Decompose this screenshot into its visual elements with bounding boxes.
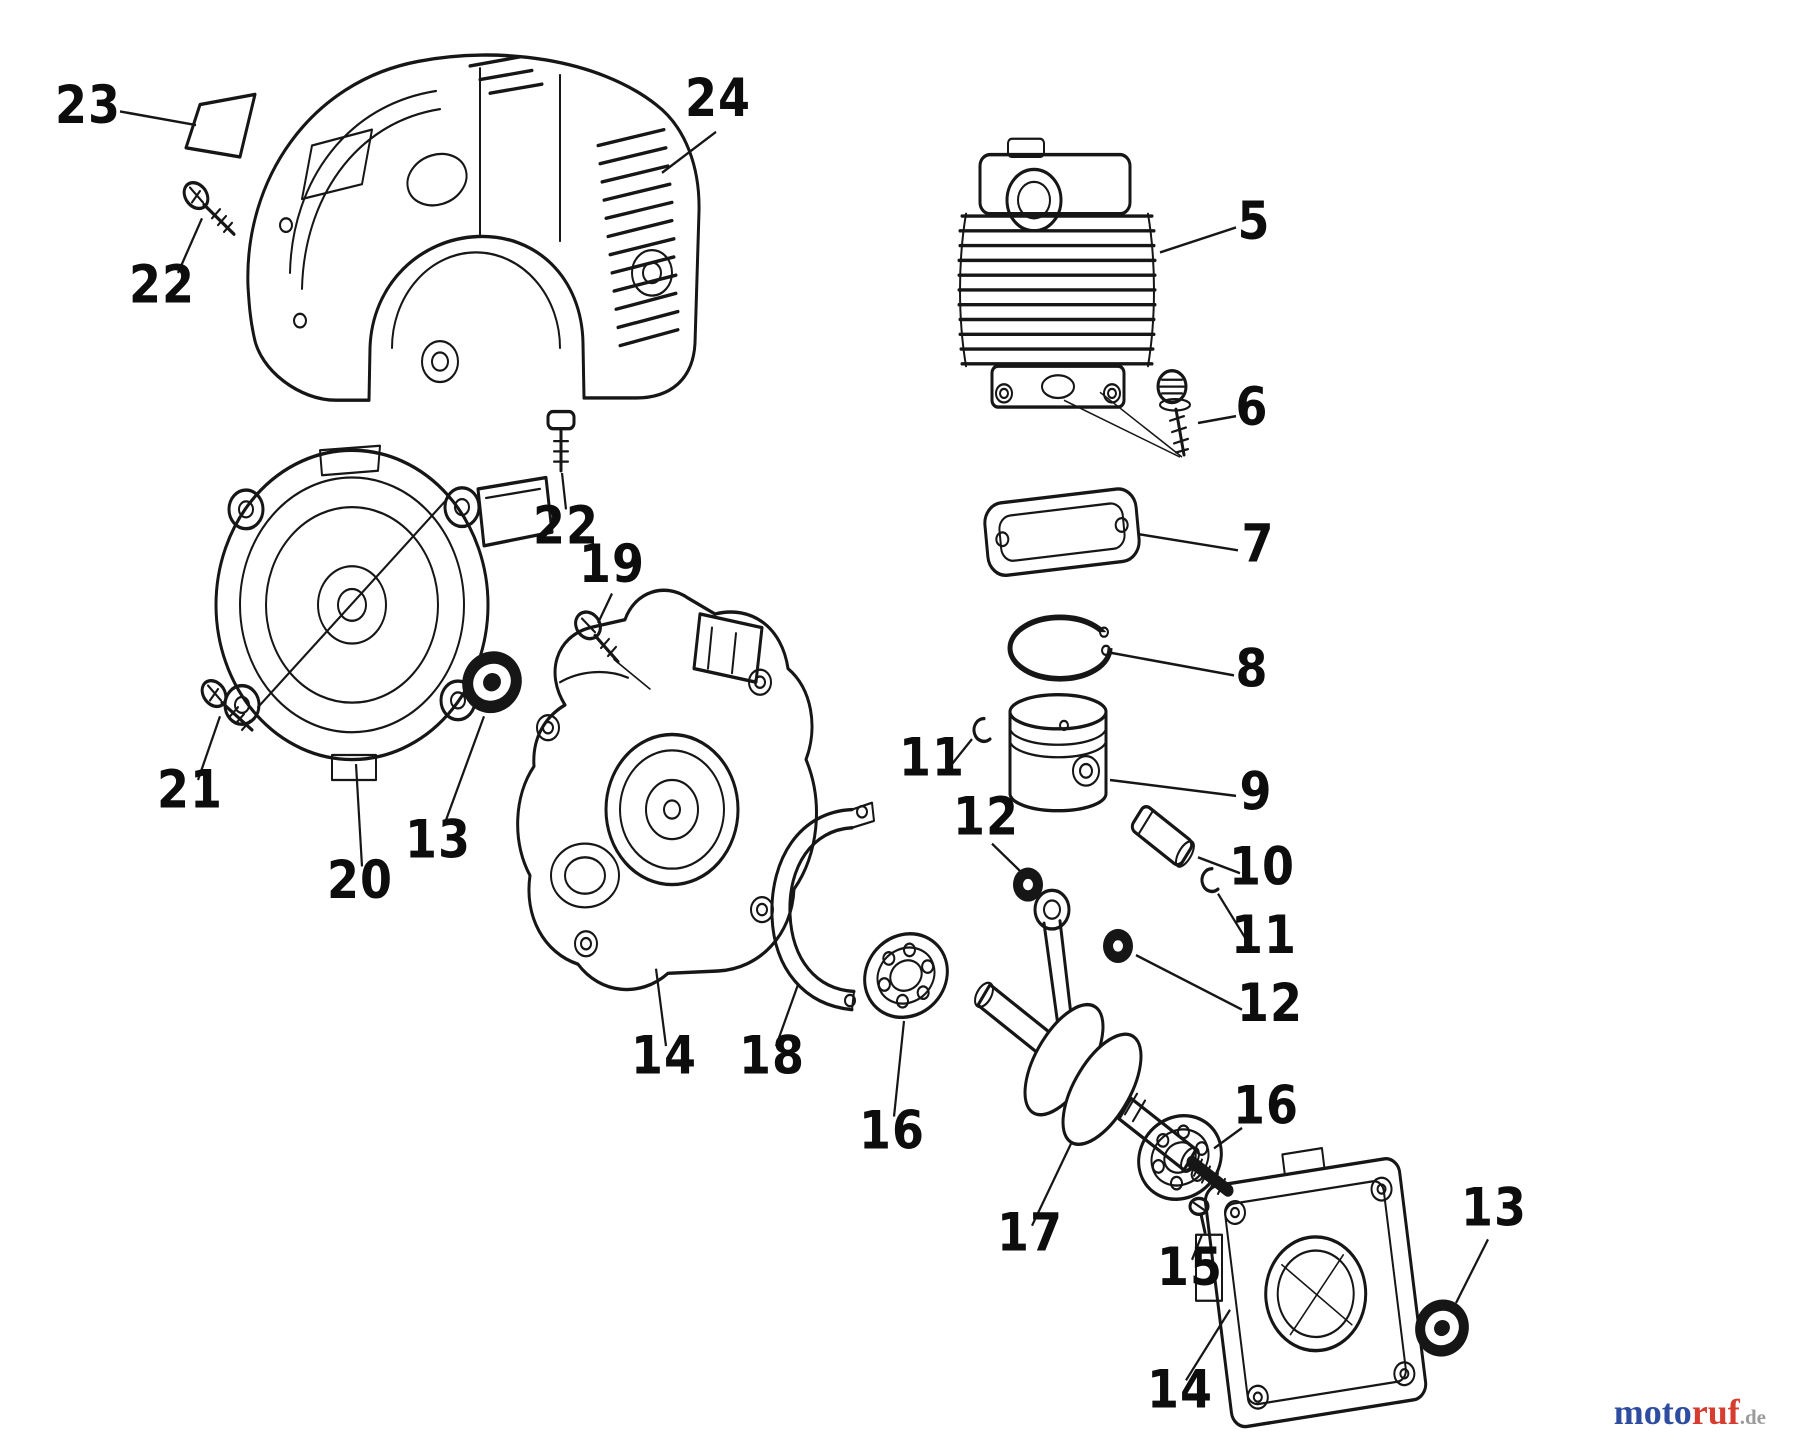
callout-23-cover-plate: 23	[55, 74, 121, 136]
callout-14-crankcase-left: 14	[631, 1024, 697, 1086]
callout-16-bearing-left: 16	[859, 1100, 925, 1162]
crankcase-right-art	[1195, 1146, 1428, 1429]
crankcase-left-art	[516, 588, 818, 992]
screw-22-top-art	[182, 180, 236, 236]
cover-vents	[596, 127, 680, 348]
cover-plate-art	[184, 92, 257, 159]
callout-22-screw-mid: 22	[533, 495, 599, 557]
ring-art	[1007, 614, 1118, 682]
seal-13-right-art	[1415, 1299, 1469, 1357]
cylinder-fins	[957, 214, 1157, 366]
screw-22-mid-art	[546, 409, 576, 473]
cylinder-art	[957, 137, 1157, 409]
piston-pin-art	[1130, 805, 1195, 868]
callout-18-strap: 18	[739, 1024, 805, 1086]
callout-11-clip-left: 11	[899, 727, 965, 789]
callout-6-bolt: 6	[1235, 376, 1268, 438]
watermark-domain-text: .de	[1739, 1405, 1766, 1429]
callout-12-bearing-right: 12	[1237, 972, 1303, 1034]
motoruf-watermark[interactable]: motoruf.de	[1614, 1394, 1766, 1430]
callout-10-piston-pin: 10	[1229, 836, 1295, 898]
callout-13-seal-left: 13	[405, 808, 471, 870]
watermark-moto-text: moto	[1613, 1392, 1692, 1432]
callout-7-gasket: 7	[1241, 513, 1274, 575]
callout-24-engine-cover: 24	[685, 67, 751, 129]
callout-11-clip-right: 11	[1231, 904, 1297, 966]
callout-16-bearing-right: 16	[1233, 1075, 1299, 1137]
bearing-12-right-art	[1103, 928, 1133, 964]
callout-13-seal-right: 13	[1461, 1177, 1527, 1239]
flywheel-housing-art	[214, 444, 554, 782]
callout-19-screw: 19	[579, 533, 645, 595]
screw-15-art	[1188, 1196, 1210, 1235]
bearing-12-left-art	[1013, 867, 1043, 902]
callout-8-ring: 8	[1235, 638, 1268, 700]
bearing-16-right-art	[1137, 1113, 1223, 1201]
callout-20-flywheel-housing: 20	[327, 849, 393, 911]
bolt-6-art	[1156, 368, 1191, 457]
callout-15-screw: 15	[1157, 1236, 1223, 1298]
callout-22-screw-top: 22	[129, 254, 195, 316]
callout-17-crankshaft: 17	[997, 1202, 1063, 1264]
callout-12-bearing-left: 12	[953, 786, 1019, 848]
callout-14-crankcase-right: 14	[1147, 1359, 1213, 1421]
piston-art	[1008, 693, 1108, 813]
crankshaft-art	[974, 888, 1234, 1197]
watermark-ruf-text: ruf	[1691, 1392, 1740, 1432]
callout-9-piston: 9	[1239, 761, 1272, 823]
pin-clip-right-art	[1200, 866, 1220, 894]
callout-labels: 23 22 24 5 6 22 7 19 8 11 9 12 10 11 21 …	[55, 67, 1527, 1421]
callout-21-screw: 21	[157, 758, 223, 820]
callout-5-cylinder: 5	[1237, 190, 1270, 252]
cover-roof-hatch	[468, 55, 544, 95]
seal-13-left-art	[462, 651, 522, 714]
retainer-strap-art	[770, 801, 875, 1012]
gasket-art	[983, 487, 1141, 578]
leader-lines	[119, 110, 1489, 1382]
engine-cover-art	[246, 53, 701, 402]
pin-clip-left-art	[972, 716, 992, 743]
bearing-16-left-art	[863, 932, 949, 1020]
screw-19-art	[574, 610, 651, 690]
